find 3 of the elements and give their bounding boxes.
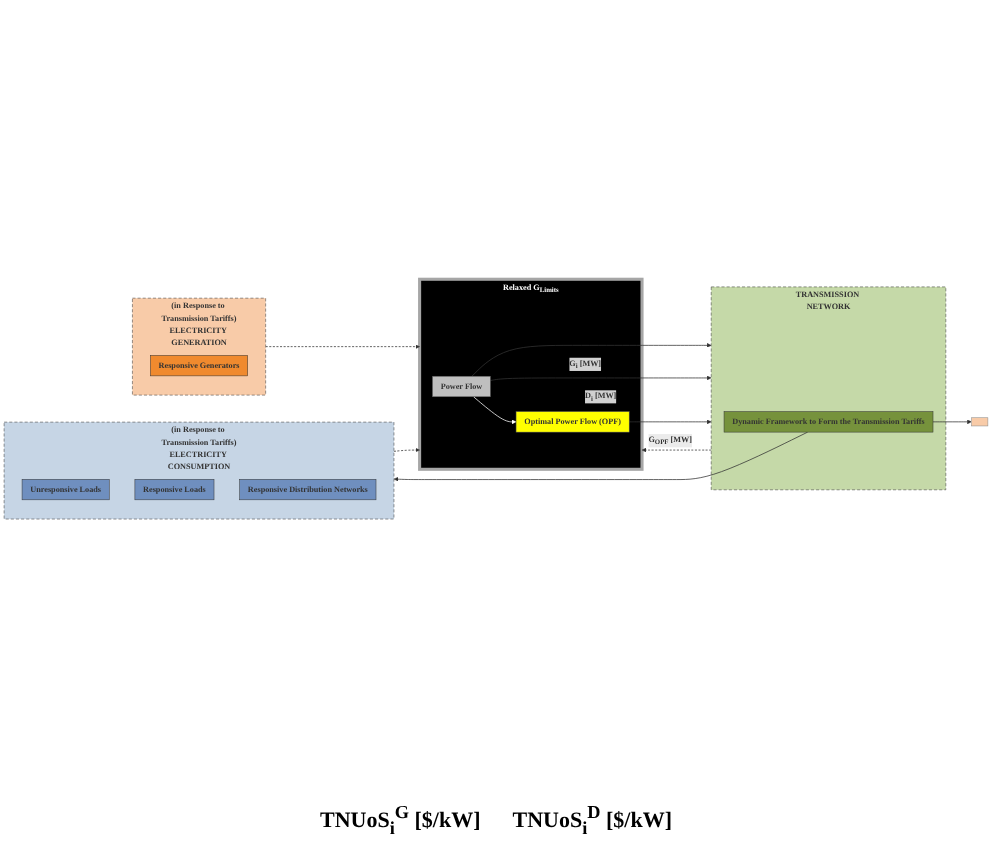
tariff-label: TNUoS$_{i}$$^{D}$ [$/kW] [512, 802, 673, 838]
node-box [971, 417, 989, 427]
tariff-label: TNUoS$_{i}$$^{G}$ [$/kW] [319, 802, 481, 838]
